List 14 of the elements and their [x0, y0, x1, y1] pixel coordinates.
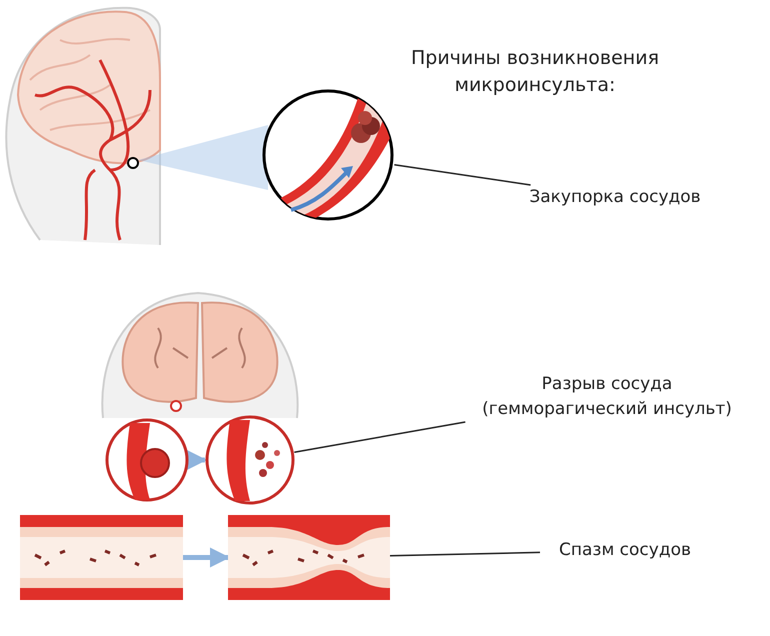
arrow — [187, 450, 207, 470]
magnified-vessel-drawing — [261, 88, 395, 222]
aneurysm-drawing — [105, 418, 189, 502]
hemorrhage-drawing — [205, 415, 295, 505]
arrow — [183, 548, 230, 568]
narrowed-vessel-drawing — [228, 515, 390, 600]
leader-line — [390, 552, 540, 556]
leader-line — [394, 164, 531, 186]
vessel-drawing — [20, 515, 183, 600]
leader-line — [294, 421, 466, 453]
title: Причины возникновения микроинсульта: — [410, 46, 660, 98]
cause-label: Разрыв сосуда (гемморагический инсульт) — [462, 372, 752, 422]
cause-label: Спазм сосудов — [540, 538, 710, 563]
cause-label: Закупорка сосудов — [505, 185, 725, 210]
